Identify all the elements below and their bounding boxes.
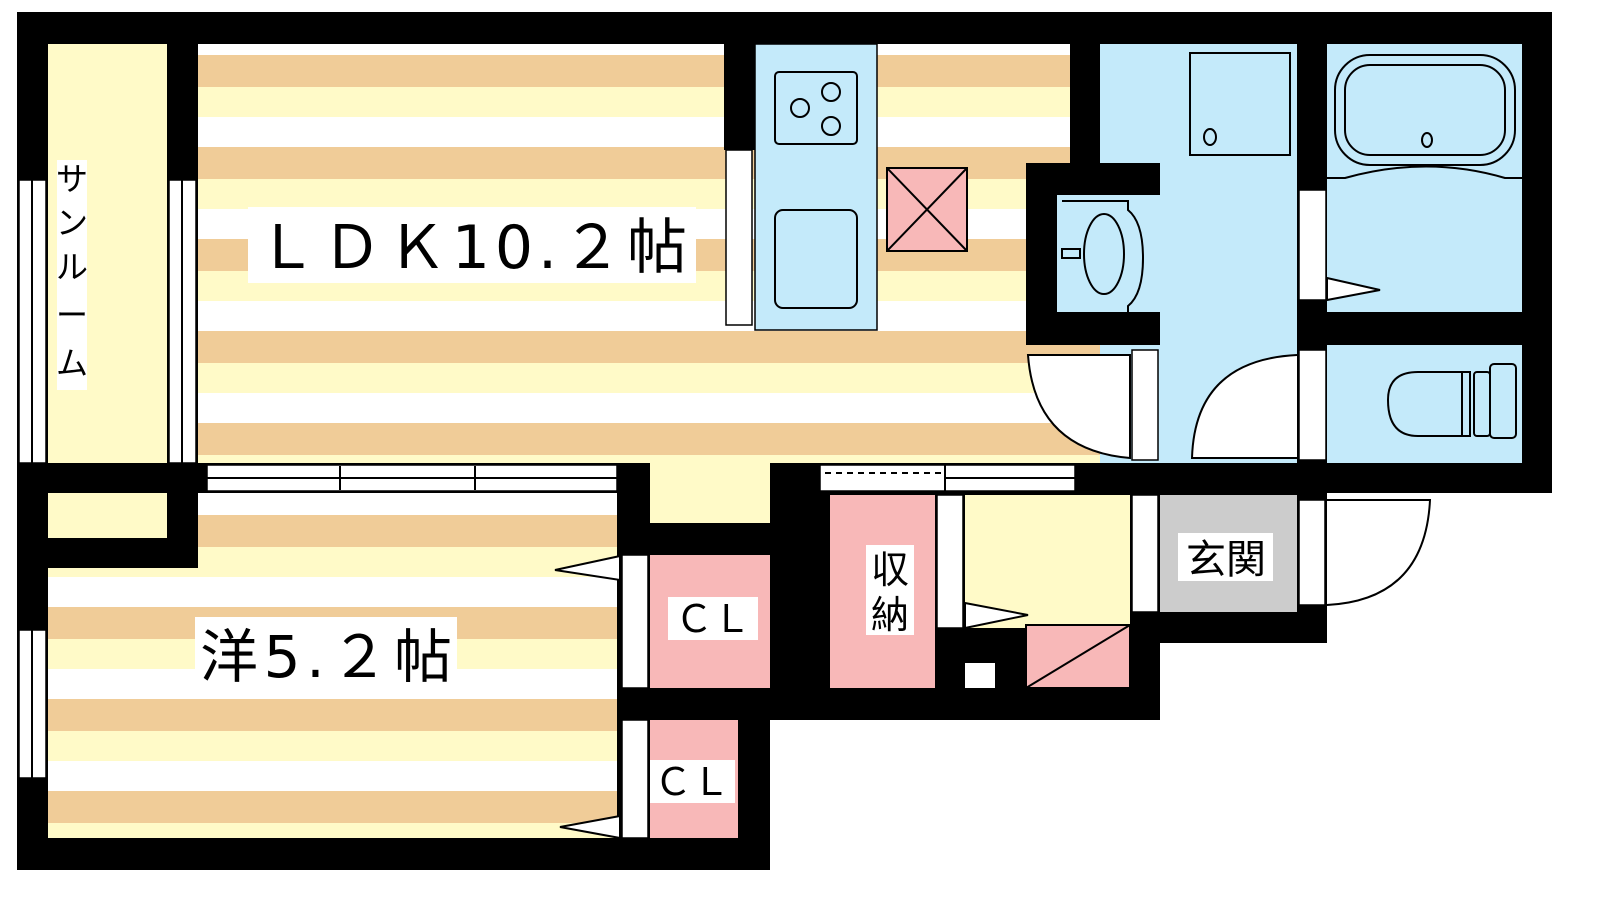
washroom-door[interactable] xyxy=(1131,349,1159,461)
svg-text:サ: サ xyxy=(56,160,88,198)
hallway xyxy=(650,463,770,523)
door-arrow-icon xyxy=(964,601,1029,630)
entrance-step xyxy=(1131,494,1159,613)
sunroom-label: サ ン ル ー ム xyxy=(56,160,88,382)
storage-door[interactable] xyxy=(936,494,964,629)
entrance-label: 玄関 xyxy=(1186,537,1266,583)
kitchen-window xyxy=(725,149,753,326)
svg-text:ル: ル xyxy=(56,248,88,286)
entry-hall xyxy=(965,495,1130,628)
washroom-door-swing xyxy=(1026,354,1131,460)
bathtub-icon xyxy=(1327,54,1522,179)
bathroom-door[interactable] xyxy=(1298,189,1327,301)
toilet-door[interactable] xyxy=(1298,349,1327,461)
hall-window xyxy=(819,464,1076,492)
washbasin-area xyxy=(1057,195,1160,312)
door-arrow-icon xyxy=(559,814,621,840)
small-closet xyxy=(48,493,167,538)
sliding-window xyxy=(206,464,618,492)
sink-icon xyxy=(774,209,858,309)
toilet-room xyxy=(1327,345,1522,463)
closet1-door[interactable] xyxy=(621,554,649,689)
washing-machine-icon xyxy=(1189,52,1291,156)
closet2-door[interactable] xyxy=(621,719,649,839)
ldk-label: ＬＤＫ10.２帖 xyxy=(257,213,687,283)
toilet-door-swing xyxy=(1190,354,1298,459)
closet2-label: ＣＬ xyxy=(654,760,730,804)
stove-icon xyxy=(774,71,858,145)
bathroom xyxy=(1327,44,1522,312)
svg-text:ン: ン xyxy=(56,204,88,242)
closet1-label: ＣＬ xyxy=(675,597,751,641)
storage-label: 収 xyxy=(871,548,909,592)
fridge-space-icon xyxy=(886,167,968,252)
front-door[interactable] xyxy=(1298,499,1326,606)
storage-label-2: 納 xyxy=(871,593,909,637)
pipe-space xyxy=(965,663,995,688)
toilet-icon xyxy=(1386,363,1517,439)
svg-text:ー: ー xyxy=(56,296,88,334)
door-arrow-icon xyxy=(554,554,621,582)
washbasin-icon xyxy=(1061,200,1145,315)
door-arrow-icon xyxy=(1326,276,1381,302)
svg-text:ム: ム xyxy=(56,344,88,382)
front-door-swing xyxy=(1326,499,1432,606)
